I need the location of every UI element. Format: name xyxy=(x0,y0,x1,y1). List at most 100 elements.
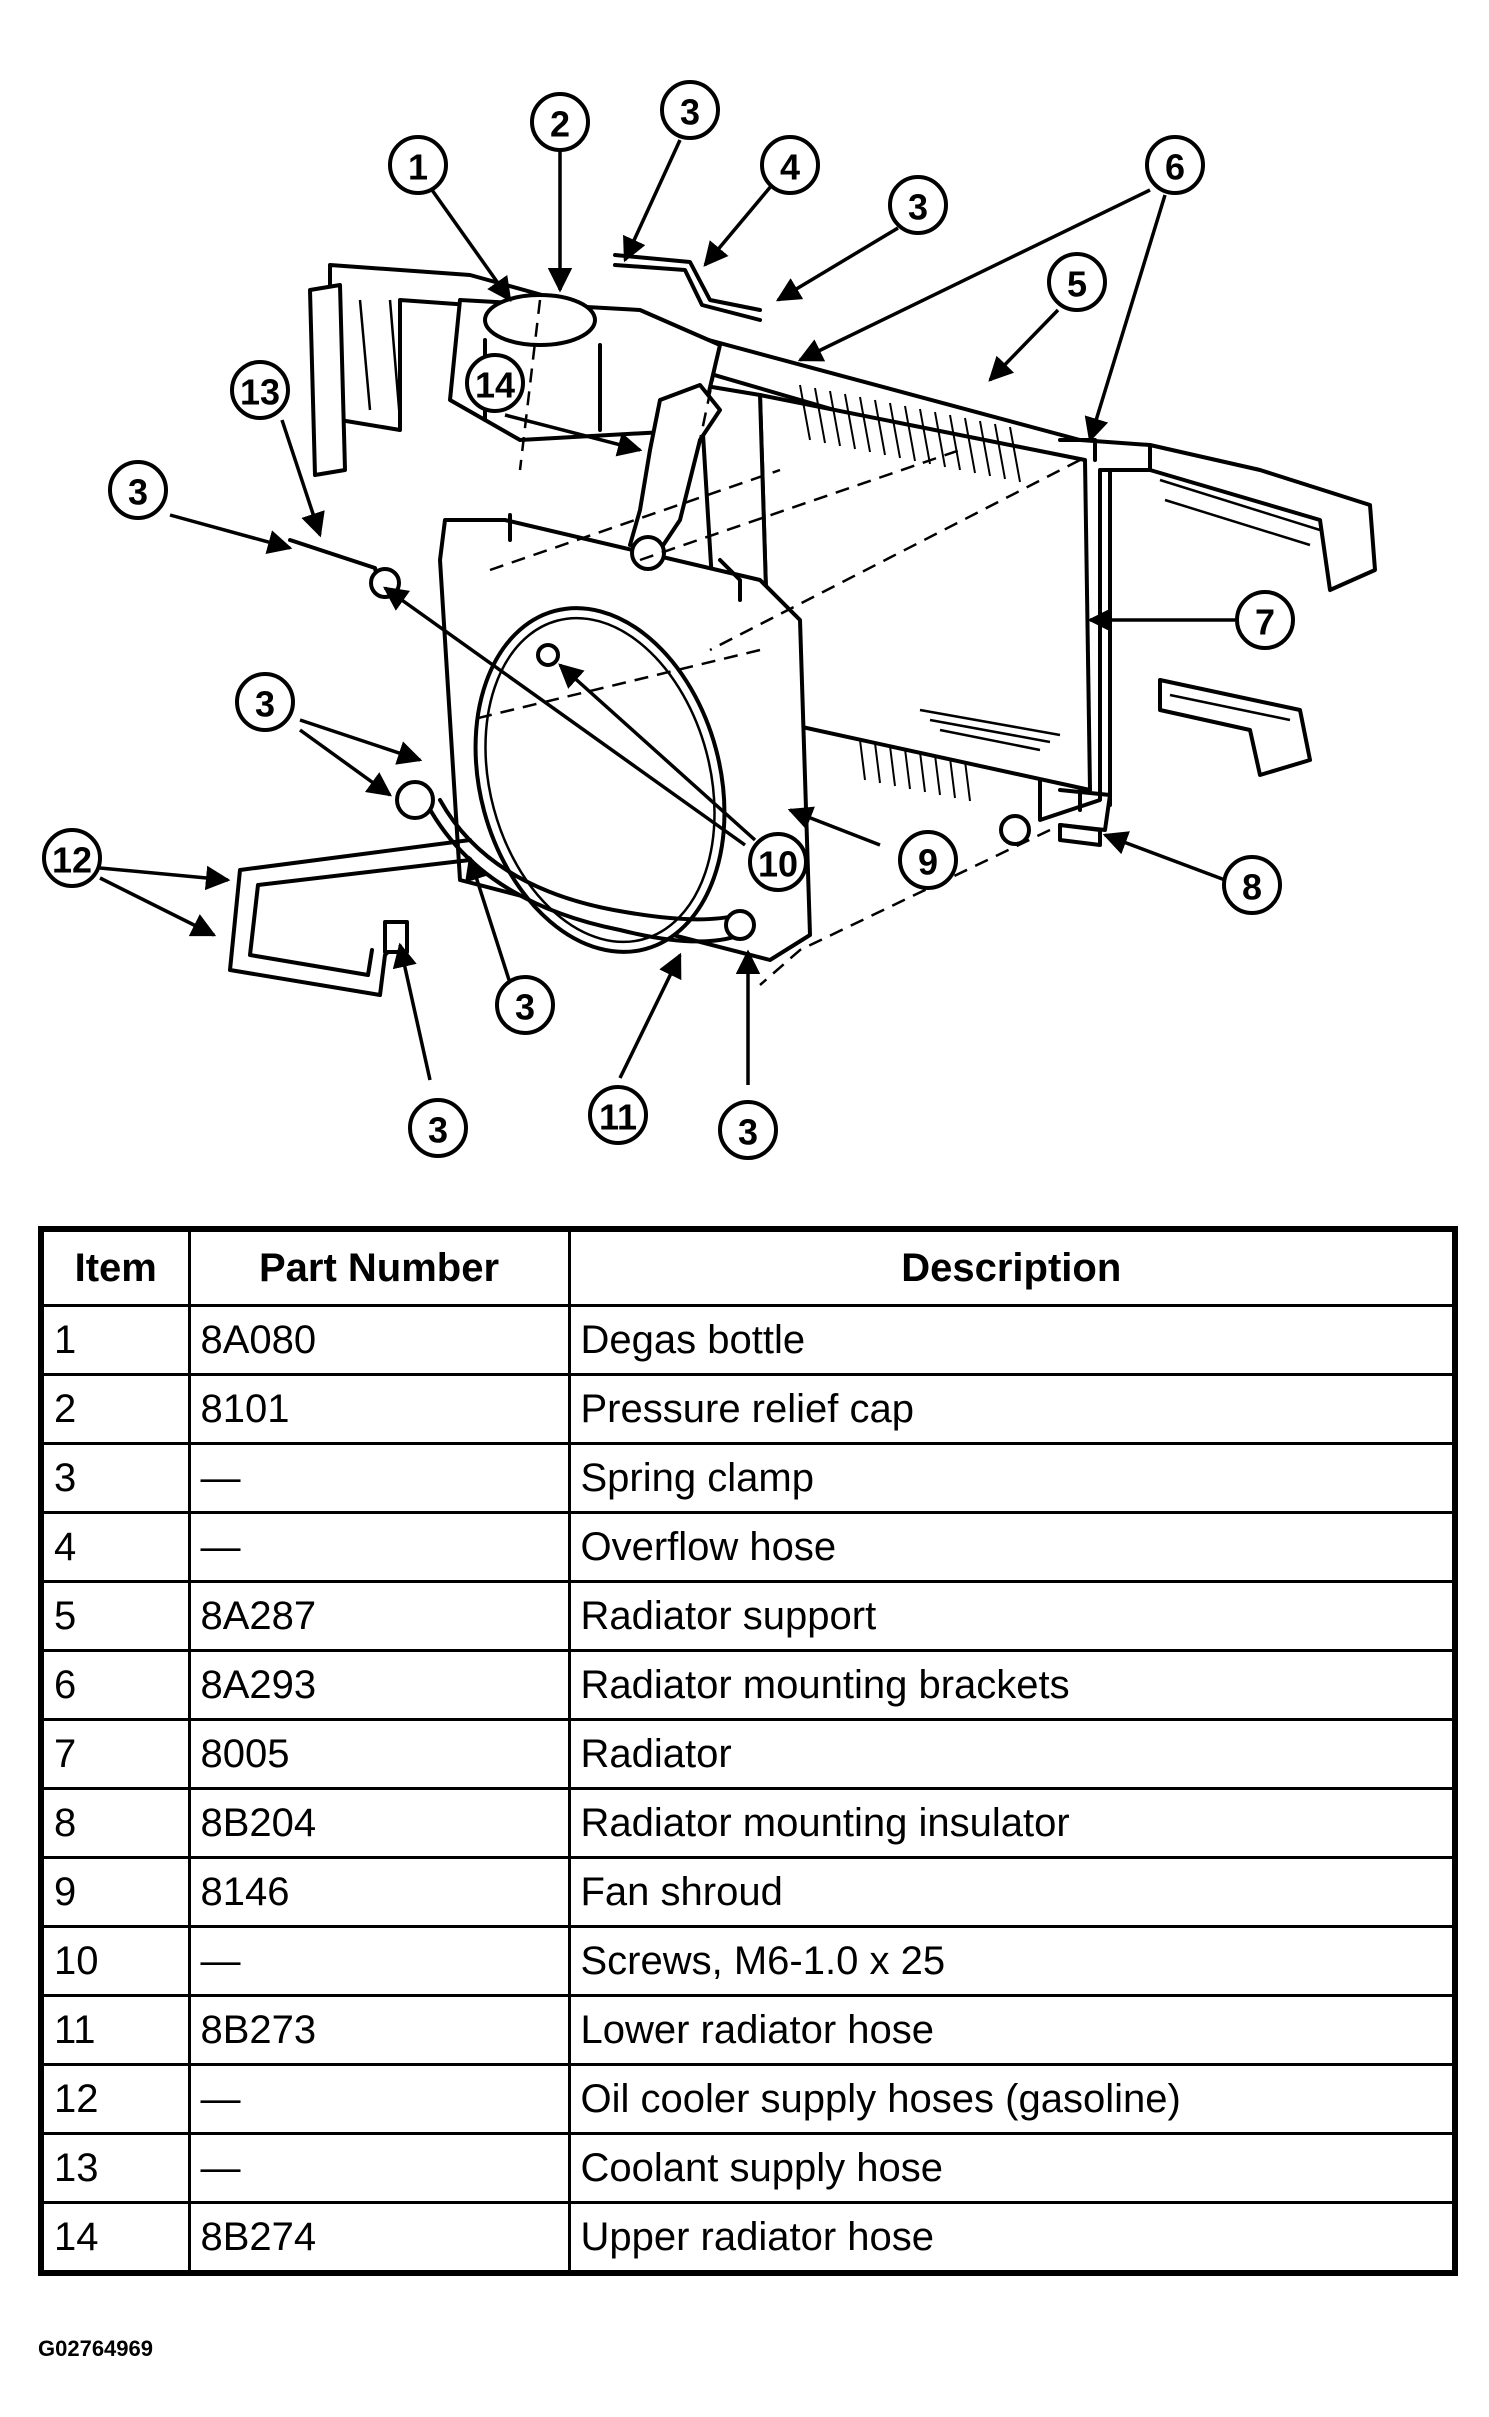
degas-bottle-drawing xyxy=(448,293,722,442)
part-number-cell: 8A080 xyxy=(187,1304,571,1376)
radiator-support-drawing xyxy=(308,263,1377,822)
svg-text:6: 6 xyxy=(1165,147,1185,188)
overflow-hose-drawing xyxy=(613,253,762,322)
description-cell: Spring clamp xyxy=(567,1442,1457,1514)
svg-text:2: 2 xyxy=(550,104,570,145)
svg-text:9: 9 xyxy=(918,842,938,883)
description-cell: Pressure relief cap xyxy=(567,1373,1457,1445)
cooling-system-illustration: 1 2 3 4 3 6 5 13 14 3 7 3 xyxy=(42,80,1377,1160)
callout-3-top: 3 xyxy=(660,80,720,140)
description-cell: Upper radiator hose xyxy=(567,2201,1457,2275)
svg-text:11: 11 xyxy=(599,1097,637,1138)
item-cell: 3 xyxy=(39,1442,191,1514)
svg-text:8: 8 xyxy=(1242,867,1262,908)
part-number-cell: — xyxy=(187,1442,571,1514)
description-cell: Coolant supply hose xyxy=(567,2132,1457,2204)
alignment-dashed-lines xyxy=(469,299,1081,986)
part-number-cell: 8B204 xyxy=(187,1787,571,1859)
callout-10: 10 xyxy=(748,832,808,892)
callout-13: 13 xyxy=(230,360,290,420)
part-number-cell: 8B274 xyxy=(187,2201,571,2275)
svg-text:3: 3 xyxy=(680,92,700,133)
item-cell: 9 xyxy=(39,1856,191,1928)
item-cell: 11 xyxy=(39,1994,191,2066)
part-number-cell: — xyxy=(187,1511,571,1583)
oil-cooler-hoses-drawing xyxy=(228,838,472,997)
callout-3-mid-left: 3 xyxy=(235,672,295,732)
callout-6: 6 xyxy=(1145,135,1205,195)
table-row: 3—Spring clamp xyxy=(39,1442,1457,1514)
callout-4: 4 xyxy=(760,135,820,195)
item-cell: 8 xyxy=(39,1787,191,1859)
item-cell: 14 xyxy=(39,2201,191,2275)
part-number-cell: 8146 xyxy=(187,1856,571,1928)
callout-14: 14 xyxy=(465,353,525,413)
callout-2: 2 xyxy=(530,92,590,152)
description-cell: Fan shroud xyxy=(567,1856,1457,1928)
callout-3-bottom-right: 3 xyxy=(718,1100,778,1160)
callout-9: 9 xyxy=(898,830,958,890)
part-number-cell: — xyxy=(187,2132,571,2204)
description-cell: Radiator xyxy=(567,1718,1457,1790)
description-cell: Screws, M6-1.0 x 25 xyxy=(567,1925,1457,1997)
table-row: 12—Oil cooler supply hoses (gasoline) xyxy=(39,2063,1457,2135)
svg-text:14: 14 xyxy=(475,365,515,406)
table-header-row: Item Part Number Description xyxy=(39,1227,1457,1307)
part-number-cell: 8A287 xyxy=(187,1580,571,1652)
callout-12: 12 xyxy=(42,828,102,888)
item-cell: 7 xyxy=(39,1718,191,1790)
item-cell: 4 xyxy=(39,1511,191,1583)
svg-text:7: 7 xyxy=(1255,602,1275,643)
item-cell: 1 xyxy=(39,1304,191,1376)
table-row: 10—Screws, M6-1.0 x 25 xyxy=(39,1925,1457,1997)
coolant-supply-hose-drawing xyxy=(288,538,401,599)
column-header-part-number: Part Number xyxy=(187,1227,571,1307)
callout-3-left: 3 xyxy=(108,460,168,520)
svg-text:12: 12 xyxy=(52,840,92,881)
table-row: 13—Coolant supply hose xyxy=(39,2132,1457,2204)
svg-text:3: 3 xyxy=(128,472,148,513)
item-cell: 12 xyxy=(39,2063,191,2135)
item-cell: 10 xyxy=(39,1925,191,1997)
svg-text:3: 3 xyxy=(255,684,275,725)
description-cell: Degas bottle xyxy=(567,1304,1457,1376)
callout-1: 1 xyxy=(388,135,448,195)
description-cell: Radiator mounting brackets xyxy=(567,1649,1457,1721)
svg-text:3: 3 xyxy=(515,987,535,1028)
description-cell: Radiator mounting insulator xyxy=(567,1787,1457,1859)
item-cell: 5 xyxy=(39,1580,191,1652)
svg-text:13: 13 xyxy=(240,372,280,413)
description-cell: Lower radiator hose xyxy=(567,1994,1457,2066)
callout-5: 5 xyxy=(1047,252,1107,312)
callout-7: 7 xyxy=(1235,590,1295,650)
exploded-view-diagram: 1 2 3 4 3 6 5 13 14 3 7 3 xyxy=(0,0,1489,1180)
radiator-top-fins xyxy=(799,384,1021,483)
fan-shroud-drawing xyxy=(438,513,812,962)
svg-text:5: 5 xyxy=(1067,264,1087,305)
figure-id-label: G02764969 xyxy=(38,2336,153,2361)
part-number-cell: 8B273 xyxy=(187,1994,571,2066)
item-cell: 6 xyxy=(39,1649,191,1721)
callout-8: 8 xyxy=(1222,855,1282,915)
part-number-cell: 8101 xyxy=(187,1373,571,1445)
svg-text:1: 1 xyxy=(408,147,428,188)
item-cell: 13 xyxy=(39,2132,191,2204)
part-number-cell: 8A293 xyxy=(187,1649,571,1721)
callout-3-bottom-left: 3 xyxy=(408,1098,468,1158)
part-number-cell: — xyxy=(187,1925,571,1997)
table-row: 4—Overflow hose xyxy=(39,1511,1457,1583)
description-cell: Overflow hose xyxy=(567,1511,1457,1583)
radiator-insulators-drawing xyxy=(999,814,1102,847)
callout-3-upper-right: 3 xyxy=(888,175,948,235)
column-header-item: Item xyxy=(39,1227,191,1307)
item-cell: 2 xyxy=(39,1373,191,1445)
part-number-cell: — xyxy=(187,2063,571,2135)
callout-11: 11 xyxy=(588,1085,648,1145)
svg-text:3: 3 xyxy=(428,1110,448,1151)
